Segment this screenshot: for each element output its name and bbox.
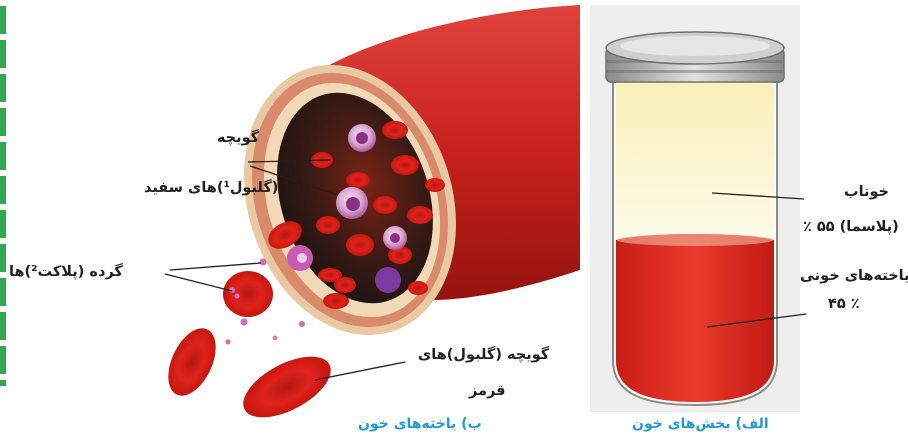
blood-cells-sub-label: ٪ ۴۵: [828, 296, 860, 312]
wbc-label-line1: گویچه: [196, 130, 280, 146]
panel-a-caption: الف) بخش‌های خون: [632, 416, 769, 432]
test-tube: [606, 32, 784, 405]
blood-cells-label: یاخته‌های خونی: [800, 268, 908, 284]
plasma-sub-label: (پلاسما) ۵۵ ٪: [803, 219, 899, 235]
plasma-label: خوناب: [844, 184, 889, 200]
rbc-label-line1: گویچه (گلبول)های: [418, 347, 549, 363]
rbc-label-line2: قرمز: [469, 383, 506, 399]
platelet-label: گرده (پلاکت²)ها: [9, 264, 123, 280]
wbc-label-line2: (گلبول¹)های سفید: [144, 180, 278, 196]
panel-b-caption: ب) یاخته‌های خون: [358, 416, 482, 432]
wbc-label: گویچه: [196, 130, 280, 146]
